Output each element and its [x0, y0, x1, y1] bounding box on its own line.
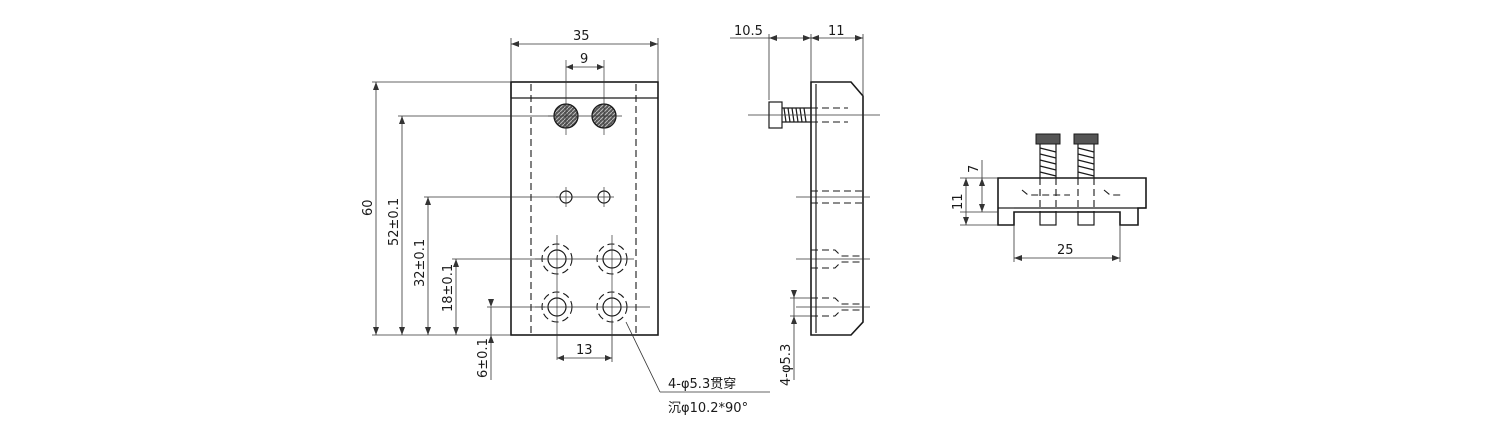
dim-end-25: 25: [1057, 243, 1074, 258]
dim-hole-spacing-top: 9: [580, 52, 588, 67]
side-outline: [810, 81, 864, 336]
side-view: 10.5 11 4-φ5.3: [730, 24, 880, 386]
end-bolt-right: [1073, 133, 1099, 226]
dim-width: 35: [573, 29, 590, 44]
front-view: 35 9 60 52±0.1 32±0.1 18±0.1 6±0.1: [361, 29, 770, 393]
dim-52: 52±0.1: [387, 198, 402, 246]
dim-13: 13: [576, 343, 593, 358]
dim-end-7: 7: [967, 165, 982, 173]
dim-10-5: 10.5: [734, 24, 763, 39]
dim-end-11: 11: [951, 193, 966, 210]
plate-outline: [510, 81, 659, 336]
dim-side-hole: 4-φ5.3: [779, 344, 794, 386]
note-through-hole: 4-φ5.3贯穿: [668, 376, 736, 392]
end-view: 7 11 25: [951, 133, 1147, 262]
dim-32: 32±0.1: [413, 239, 428, 287]
dim-6: 6±0.1: [476, 338, 491, 378]
dim-height: 60: [361, 199, 376, 216]
note-counterbore: 沉φ10.2*90°: [668, 401, 748, 416]
dim-side-11: 11: [828, 24, 845, 39]
dim-18: 18±0.1: [441, 264, 456, 312]
end-body-outline: [997, 177, 1147, 226]
